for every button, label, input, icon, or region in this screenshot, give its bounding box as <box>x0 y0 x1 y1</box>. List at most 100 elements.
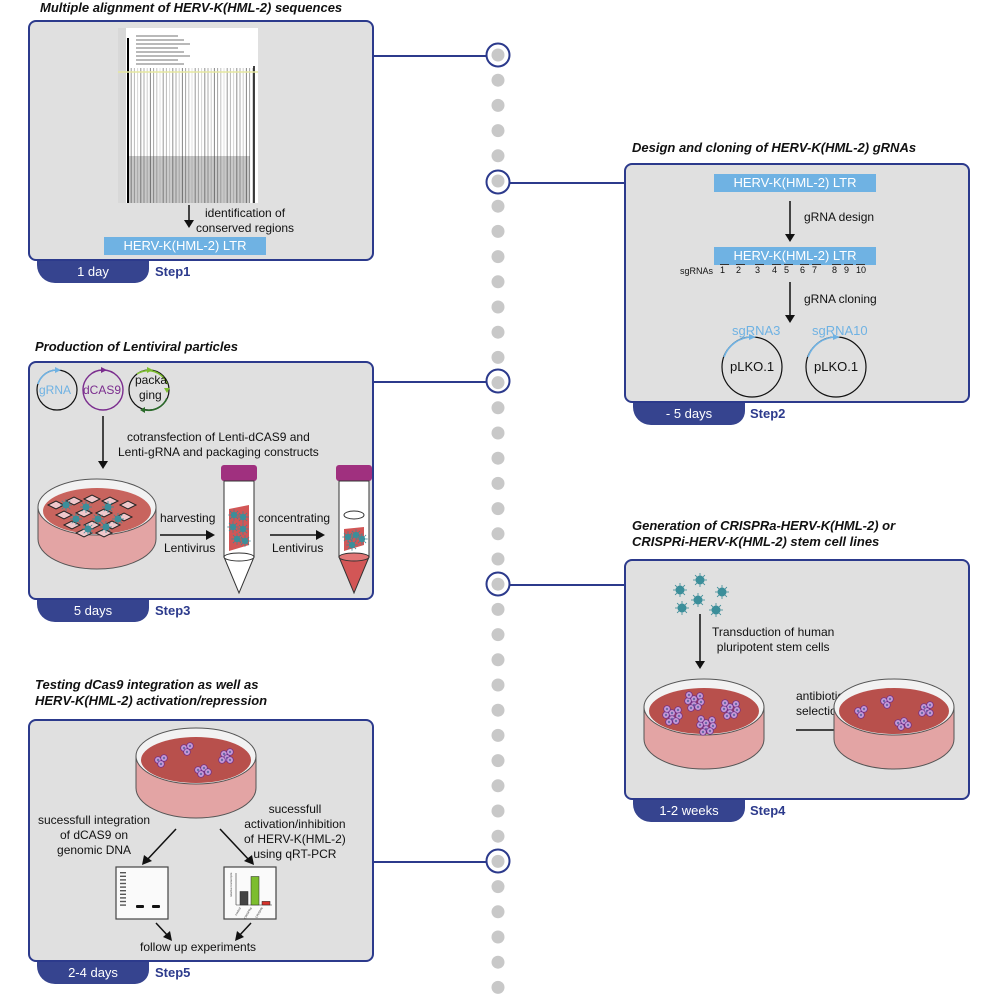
stem-cell-nucleus <box>162 756 166 760</box>
stem-cell-nucleus <box>199 772 203 776</box>
timeline-dot <box>491 905 505 919</box>
cotransfection-line1: cotransfection of Lenti-dCAS9 and <box>127 430 310 444</box>
timeline-dot <box>491 779 505 793</box>
virus-particle <box>239 525 247 533</box>
step4-label: Step4 <box>750 803 786 818</box>
timeline-dot <box>491 426 505 440</box>
plasmid2-icon <box>805 334 867 398</box>
timeline-dot <box>491 98 505 112</box>
sgrna-number: 8 <box>832 265 838 275</box>
virus-spike <box>120 521 123 524</box>
timeline-dot <box>491 48 505 62</box>
stem-cell-nucleus <box>723 701 727 705</box>
virus-spike <box>246 536 250 540</box>
virus-spike <box>682 584 686 588</box>
virus-spike <box>238 540 242 544</box>
timeline-dot <box>491 250 505 264</box>
virus-spike <box>343 538 347 542</box>
stem-cell-nucleus <box>676 708 680 712</box>
virus-spike <box>347 546 351 550</box>
stem-cell-nucleus <box>196 768 200 772</box>
timeline-dot <box>491 149 505 163</box>
virus-spike <box>351 530 355 534</box>
stem-cell-nucleus <box>725 714 729 718</box>
concentrate-label-2: Lentivirus <box>272 541 324 555</box>
stem-cell-nucleus <box>862 707 866 711</box>
timeline-dot <box>491 275 505 289</box>
virus-spike <box>674 592 678 596</box>
virus-spike <box>110 509 113 512</box>
grna-cloning-label: gRNA cloning <box>804 292 877 306</box>
step4-title: Generation of CRISPRa-HERV-K(HML-2) or C… <box>632 518 895 550</box>
connector-step4 <box>510 584 626 586</box>
step3-panel: gRNA dCAS9 packa ging cotransfection of … <box>28 361 374 600</box>
ltr-bar-sgrna: HERV-K(HML-2) LTR <box>714 247 876 265</box>
culture-dish-testing <box>135 727 257 819</box>
virus-spike <box>108 529 111 532</box>
stem-cell-nucleus <box>928 703 932 707</box>
stem-cell-nucleus <box>699 717 703 721</box>
sgrna-number: 4 <box>772 265 778 275</box>
sgrna-tick <box>784 264 793 265</box>
virus-spike <box>357 534 361 538</box>
virus-spike <box>93 521 96 524</box>
virus-spike <box>710 612 714 616</box>
sgrna-tick <box>844 264 853 265</box>
virus-particle <box>94 515 102 523</box>
gel-ladder-band <box>120 879 126 881</box>
stem-cell-nucleus <box>159 762 163 766</box>
virus-spike <box>228 528 232 532</box>
step2-panel: HERV-K(HML-2) LTR gRNA design HERV-K(HML… <box>624 163 970 403</box>
virus-spike <box>694 574 698 578</box>
timeline-dot <box>491 199 505 213</box>
virus-spike <box>363 534 367 538</box>
stem-cell-nucleus <box>667 720 671 724</box>
qpcr-bar-crispri <box>261 901 271 906</box>
virus-spike <box>718 604 722 608</box>
virus-particle <box>344 533 352 541</box>
timeline-dot <box>491 804 505 818</box>
virus-spike <box>61 507 64 510</box>
stem-cell-nucleus <box>182 746 186 750</box>
culture-dish-after-selection <box>833 678 955 770</box>
alignment-dense-block <box>128 156 250 203</box>
dcas9-plasmid-icon <box>82 367 124 411</box>
gel-ladder-band <box>120 890 126 892</box>
virus-spike <box>93 514 96 517</box>
virus-spike <box>234 528 238 532</box>
virus-particle <box>348 541 356 549</box>
stem-cell-nucleus <box>674 719 678 723</box>
gel-band <box>152 905 160 908</box>
virus-spike <box>103 509 106 512</box>
virus-spike <box>61 500 64 503</box>
arrow-down-icon <box>98 416 108 469</box>
virus-spike <box>724 586 728 590</box>
virus-spike <box>83 524 86 527</box>
virus-spike <box>674 584 678 588</box>
virus-spike <box>101 529 104 532</box>
timeline-dot <box>491 451 505 465</box>
virus-spike <box>232 540 236 544</box>
virus-spike <box>238 534 242 538</box>
stem-cell-nucleus <box>665 707 669 711</box>
virus-spike <box>353 540 357 544</box>
virus-spike <box>68 500 71 503</box>
stem-cell-nucleus <box>698 723 702 727</box>
virus-particle <box>352 531 360 539</box>
virus-spike <box>702 574 706 578</box>
virus-particle <box>239 513 247 521</box>
stem-cell-nucleus <box>856 709 860 713</box>
virus-spike <box>81 502 84 505</box>
step5-panel: sucessfull integration of dCAS9 on genom… <box>28 719 374 962</box>
gel-ladder-band <box>120 900 126 903</box>
step2-label: Step2 <box>750 406 786 421</box>
harvest-label-2: Lentivirus <box>164 541 216 555</box>
stem-cell-nucleus <box>664 713 668 717</box>
virus-spike <box>246 542 250 546</box>
step5-title-line2: HERV-K(HML-2) activation/repression <box>35 693 268 708</box>
virus-particle <box>104 503 112 511</box>
selection-label: antibiotic selection <box>796 689 843 719</box>
timeline-milestone-ring <box>485 571 511 597</box>
timeline-dot <box>491 628 505 642</box>
